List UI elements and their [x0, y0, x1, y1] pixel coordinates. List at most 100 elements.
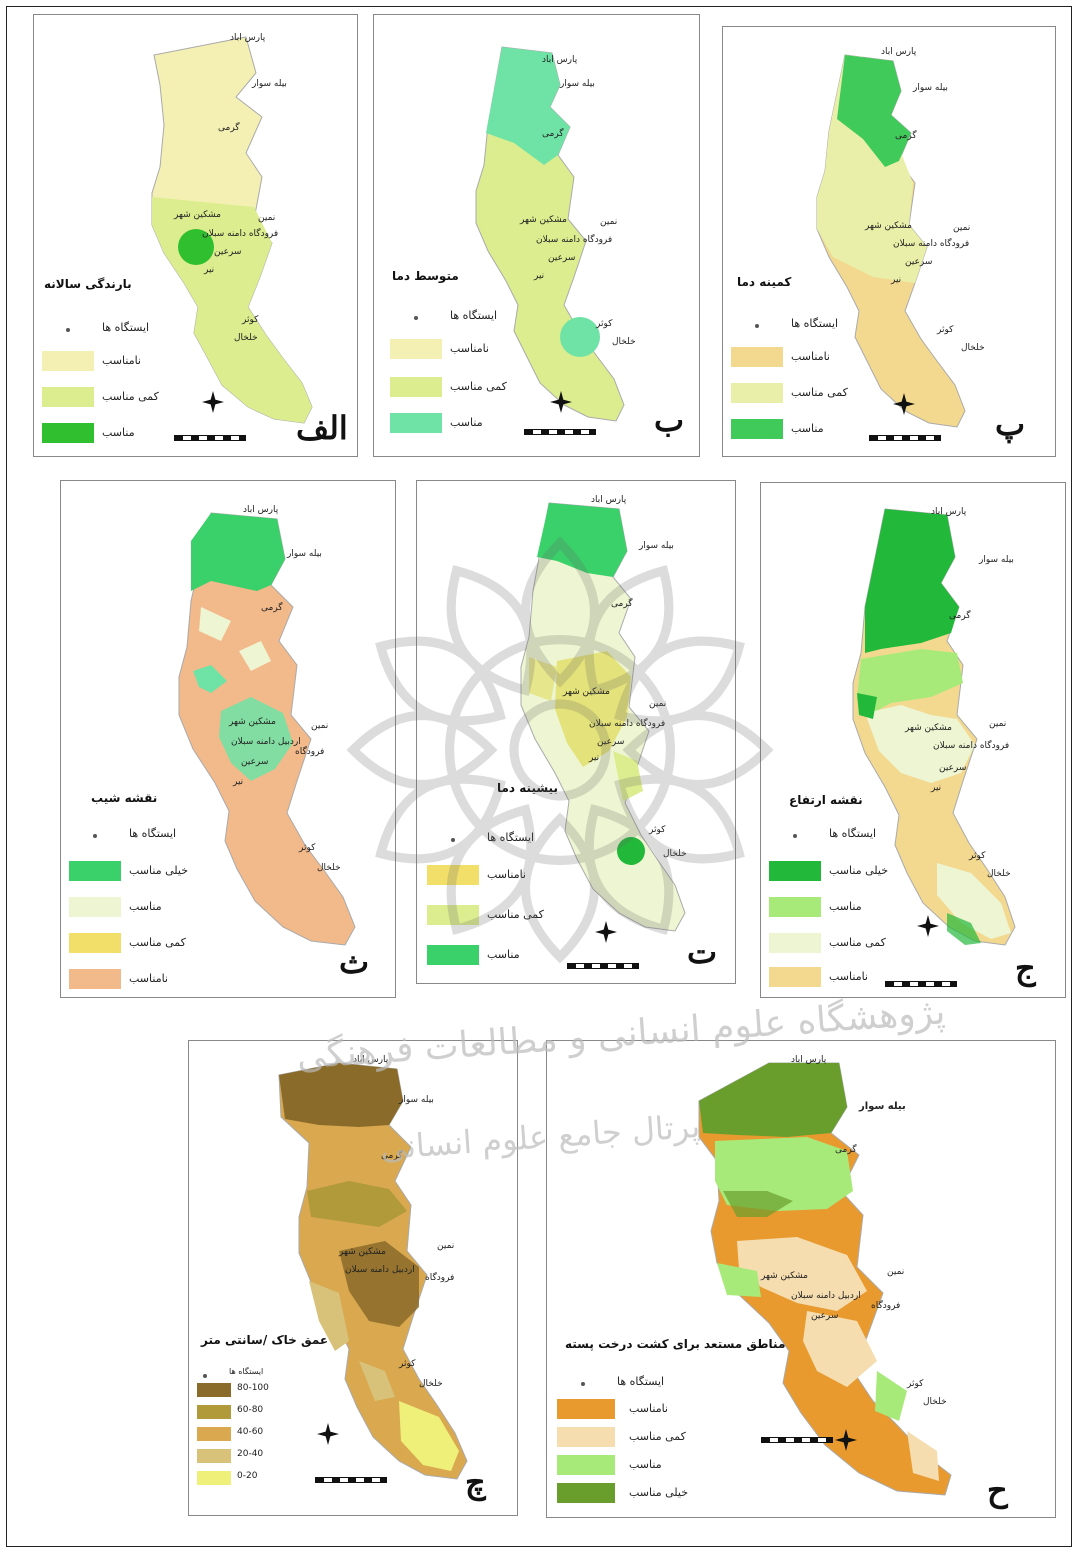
place-label-sarein: سرعین [811, 1311, 839, 1321]
province-map [852, 508, 1016, 946]
place-label-kowsar: کوثر [242, 315, 259, 325]
legend-item: نامناسب [42, 351, 182, 373]
place-label-khalkhal: خلخال [317, 863, 341, 873]
legend-item: خیلی مناسب [769, 861, 919, 883]
place-label-parsabad: پارس اباد [591, 495, 627, 505]
province-map [151, 36, 313, 424]
map-title: نقشه ارتفاع [789, 793, 863, 807]
legend-item: نامناسب [731, 347, 871, 369]
map-panel-annual-rainfall: پارس اباد بیله سوار گرمی مشکین شهر نمین … [33, 14, 358, 457]
province-map [278, 1062, 468, 1480]
place-label-airport-alt: فرودگاه [295, 747, 325, 757]
map-panel-elevation: پارس اباد بیله سوار گرمی مشکین شهر نمین … [760, 482, 1066, 998]
place-label-sarein: سرعین [214, 247, 242, 257]
legend-item: مناسب [557, 1455, 727, 1477]
place-label-khalkhal: خلخال [663, 849, 687, 859]
place-label-nir: نیر [931, 783, 942, 793]
place-label-ardabil-alt: اردبیل دامنه سبلان [791, 1291, 861, 1301]
place-label-germi: گرمی [381, 1151, 403, 1161]
north-arrow-icon [595, 921, 617, 943]
panel-letter: پ [995, 405, 1026, 443]
place-label-meshkin: مشکین شهر [865, 221, 912, 231]
map-panel-soil-depth: پارس اباد بیله سوار گرمی مشکین شهر نمین … [188, 1040, 518, 1516]
scale-bar [761, 1437, 833, 1443]
place-label-germi: گرمی [949, 611, 971, 621]
place-label-airport-alt: فرودگاه [425, 1273, 455, 1283]
place-label-ardabil-alt: اردبیل دامنه سبلان [231, 737, 301, 747]
station-dot-icon [66, 328, 70, 332]
north-arrow-icon [917, 915, 939, 937]
place-label-sarein: سرعین [939, 763, 967, 773]
north-arrow-icon [317, 1423, 339, 1445]
place-label-parsabad: پارس اباد [230, 33, 266, 43]
place-label-nir: نیر [233, 777, 244, 787]
scale-bar [567, 963, 639, 969]
place-label-kowsar: کوثر [907, 1379, 924, 1389]
place-label-khalkhal: خلخال [961, 343, 985, 353]
legend-item: نامناسب [427, 865, 577, 887]
place-label-bilesavar: بیله سوار [639, 541, 674, 551]
legend-item: کمی مناسب [557, 1427, 727, 1449]
map-title: بارندگی سالانه [44, 277, 132, 291]
station-dot-icon [755, 324, 759, 328]
panel-letter: ب [654, 401, 685, 439]
legend-item: 20-40 [197, 1449, 297, 1471]
place-label-airport: فرودگاه دامنه سبلان [536, 235, 613, 245]
panel-letter: الف [296, 409, 348, 447]
place-label-meshkin: مشکین شهر [761, 1271, 808, 1281]
station-dot-icon [414, 316, 418, 320]
legend-item: مناسب [731, 419, 871, 441]
place-label-parsabad: پارس اباد [791, 1055, 827, 1065]
province-map [178, 512, 356, 946]
panel-letter: ت [687, 933, 718, 971]
north-arrow-icon [835, 1429, 857, 1451]
place-label-kowsar: کوثر [649, 825, 666, 835]
province-map [698, 1062, 952, 1496]
place-label-namin: نمین [600, 217, 618, 227]
place-label-kowsar: کوثر [937, 325, 954, 335]
panel-letter: ح [987, 1471, 1008, 1509]
place-label-meshkin: مشکین شهر [174, 210, 221, 220]
place-label-airport: فرودگاه دامنه سبلان [893, 239, 970, 249]
place-label-namin: نمین [649, 699, 667, 709]
legend-item: کمی مناسب [731, 383, 871, 405]
place-label-germi: گرمی [218, 123, 240, 133]
legend-item: کمی مناسب [69, 933, 219, 955]
place-label-meshkin: مشکین شهر [520, 215, 567, 225]
place-label-namin: نمین [953, 223, 971, 233]
legend-stations: ایستگاه ها [557, 1375, 727, 1397]
place-label-bilesavar: بیله سوار [252, 79, 287, 89]
map-panel-slope: پارس اباد بیله سوار گرمی مشکین شهر نمین … [60, 480, 396, 998]
scale-bar [315, 1477, 387, 1483]
legend-stations: ایستگاه ها [189, 1367, 299, 1389]
place-label-bilesavar: بیله سوار [399, 1095, 434, 1105]
map-title: عمق خاک /سانتی متر [201, 1333, 329, 1347]
legend-item: مناسب [42, 423, 182, 445]
legend-item: خیلی مناسب [69, 861, 219, 883]
place-label-khalkhal: خلخال [923, 1397, 947, 1407]
place-label-sarein: سرعین [597, 737, 625, 747]
station-dot-icon [203, 1374, 207, 1378]
place-label-kowsar: کوثر [299, 843, 316, 853]
legend-stations: ایستگاه ها [769, 827, 919, 849]
legend-stations: ایستگاه ها [69, 827, 219, 849]
map-panel-final-suitability: پارس اباد بیله سوار گرمی مشکین شهر نمین … [546, 1040, 1056, 1518]
legend-item: مناسب [427, 945, 577, 967]
figure-frame [6, 6, 1072, 1547]
place-label-khalkhal: خلخال [612, 337, 636, 347]
place-label-sarein: سرعین [548, 253, 576, 263]
place-label-bilesavar: بیله سوار [287, 549, 322, 559]
legend-item: کمی مناسب [769, 933, 919, 955]
legend-item: خیلی مناسب [557, 1483, 727, 1505]
place-label-germi: گرمی [542, 129, 564, 139]
legend-stations: ایستگاه ها [427, 831, 577, 853]
place-label-meshkin: مشکین شهر [229, 717, 276, 727]
place-label-ardabil-alt: اردبیل دامنه سبلان [345, 1265, 415, 1275]
place-label-nir: نیر [534, 271, 545, 281]
place-label-khalkhal: خلخال [987, 869, 1011, 879]
panel-letter: ث [339, 943, 370, 981]
place-label-nir: نیر [204, 265, 215, 275]
place-label-bilesavar: بیله سوار [560, 79, 595, 89]
map-title: متوسط دما [392, 269, 459, 283]
place-label-parsabad: پارس اباد [243, 505, 279, 515]
